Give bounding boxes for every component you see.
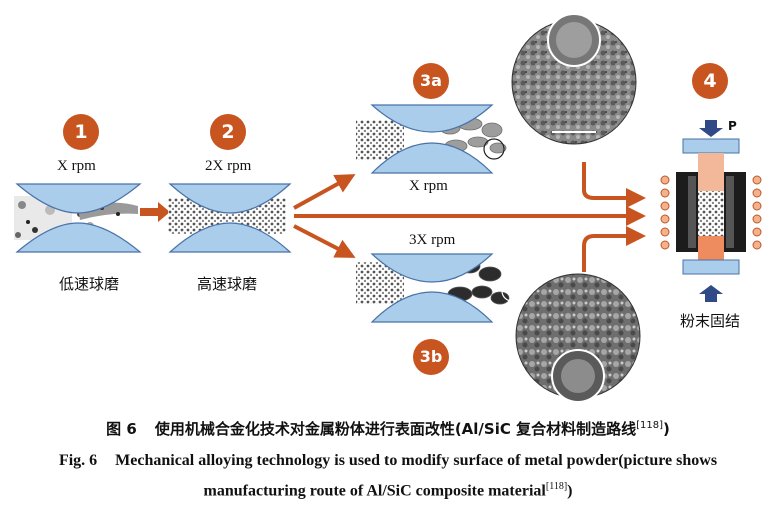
die-sleeve-right — [726, 176, 734, 248]
caption-en-close: ) — [567, 482, 573, 500]
stage-3b-mill — [356, 253, 523, 323]
caption-en-text-2: manufacturing route of Al/SiC composite … — [203, 482, 546, 500]
caption-en-ref: [118] — [545, 481, 568, 492]
caption-en-fig: Fig. 6 — [58, 452, 98, 469]
alloying-process-diagram — [14, 13, 762, 403]
punch-bottom-inner — [698, 236, 724, 260]
step-badge-1: 1 — [63, 114, 99, 150]
step-badge-2: 2 — [210, 114, 246, 150]
stage-3b-zoom-ring — [501, 280, 523, 302]
speed-label-3a: X rpm — [409, 178, 448, 194]
press-label: P — [728, 119, 737, 133]
arrow-1-to-2 — [140, 202, 170, 222]
speed-label-3b: 3X rpm — [409, 232, 456, 248]
stage-2-upper-ball — [168, 183, 292, 214]
caption-cn-close: ) — [662, 420, 670, 438]
caption-en-text-1: Mechanical alloying technology is used t… — [115, 452, 718, 469]
press-arrow-bottom — [699, 285, 723, 302]
stage-3a-lower-ball — [370, 142, 494, 174]
stage-3a-mill — [356, 104, 507, 174]
step-label-1: 低速球磨 — [59, 275, 120, 293]
arrow-to-3a — [293, 174, 356, 210]
speed-label-2: 2X rpm — [205, 158, 252, 174]
step-label-4: 粉末固结 — [680, 312, 741, 330]
stage-3b-lower-ball — [370, 291, 494, 323]
press-arrow-top — [699, 120, 723, 137]
press-punch-bottom — [682, 259, 740, 275]
route-arrows — [293, 162, 646, 272]
press-punch-top — [682, 138, 740, 154]
stage-2-lower-ball — [168, 222, 292, 253]
punch-top-inner — [698, 153, 724, 191]
arrow-to-3b — [293, 224, 356, 258]
caption-english-line-2: manufacturing route of Al/SiC composite … — [0, 481, 776, 500]
compacted-powder — [698, 191, 724, 236]
stage-4-press — [660, 120, 762, 302]
stage-1-lower-ball — [15, 222, 142, 253]
step-label-2: 高速球磨 — [197, 275, 258, 293]
speed-label-1: X rpm — [57, 158, 96, 174]
caption-english-line-1: Fig. 6 Mechanical alloying technology is … — [0, 452, 776, 470]
stage-3b-upper-ball — [370, 253, 494, 283]
caption-chinese: 图 6 使用机械合金化技术对金属粉体进行表面改性(Al/SiC 复合材料制造路线[… — [0, 418, 776, 439]
step-badge-3a: 3a — [413, 63, 449, 99]
caption-cn-ref: [118] — [636, 420, 663, 431]
step-badge-4: 4 — [692, 63, 728, 99]
stage-3a-upper-ball — [370, 104, 494, 133]
stage-1-upper-ball — [15, 183, 142, 214]
heating-coils — [660, 175, 762, 250]
stage-2-mill — [168, 183, 292, 253]
sem-image-3b — [515, 273, 641, 403]
caption-cn-text: 使用机械合金化技术对金属粉体进行表面改性(Al/SiC 复合材料制造路线 — [154, 420, 637, 438]
stage-1-mill — [14, 183, 142, 253]
sem-image-3a — [511, 13, 637, 145]
die-sleeve-left — [688, 176, 696, 248]
stage-3a-zoom-ring — [483, 138, 505, 160]
arrow-3b-to-4 — [582, 226, 646, 272]
caption-cn-fig: 图 6 — [106, 420, 137, 438]
arrow-3a-to-4 — [582, 162, 646, 208]
step-badge-3b: 3b — [413, 339, 449, 375]
